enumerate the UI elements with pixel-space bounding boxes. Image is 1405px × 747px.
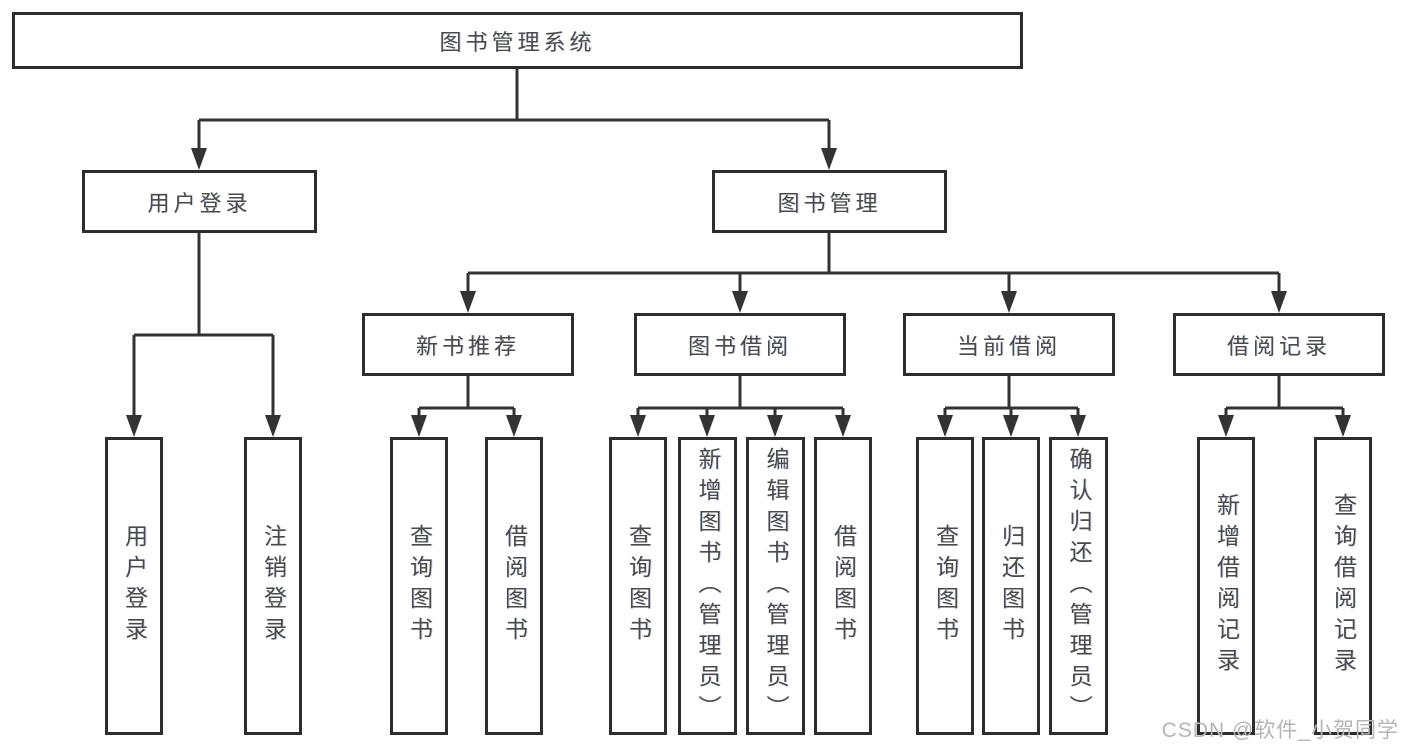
leaf-borrow-books-recommendation: 借阅图书 xyxy=(485,437,543,735)
node-borrowing-records: 借阅记录 xyxy=(1173,313,1385,376)
leaf-query-books-recommendation: 查询图书 xyxy=(390,437,448,735)
leaf-add-books-admin: 新增图书（管理员） xyxy=(678,437,737,735)
node-label: 查询图书 xyxy=(406,524,433,648)
node-label: 查询图书 xyxy=(625,524,652,648)
node-new-book-recommendation: 新书推荐 xyxy=(362,313,574,376)
leaf-logout: 注销登录 xyxy=(244,437,302,735)
node-label: 用户登录 xyxy=(121,524,148,648)
node-label: 编辑图书（管理员） xyxy=(763,446,789,726)
node-label: 查询图书 xyxy=(932,524,959,648)
node-label: 新增图书（管理员） xyxy=(695,446,721,726)
node-label: 新增借阅记录 xyxy=(1213,493,1240,679)
node-label: 确认归还（管理员） xyxy=(1066,446,1092,726)
node-label: 查询借阅记录 xyxy=(1330,493,1357,679)
leaf-edit-books-admin: 编辑图书（管理员） xyxy=(746,437,805,735)
node-label: 图书借阅 xyxy=(687,333,792,359)
node-label: 归还图书 xyxy=(998,524,1025,648)
node-current-borrowing: 当前借阅 xyxy=(903,313,1115,376)
node-book-borrowing: 图书借阅 xyxy=(634,313,846,376)
node-label: 图书管理 xyxy=(777,190,882,216)
leaf-user-login: 用户登录 xyxy=(105,437,163,735)
leaf-confirm-return-admin: 确认归还（管理员） xyxy=(1049,437,1108,735)
leaf-query-books-current: 查询图书 xyxy=(916,437,974,735)
leaf-borrow-books: 借阅图书 xyxy=(814,437,872,735)
node-book-management: 图书管理 xyxy=(712,170,947,233)
node-label: 借阅记录 xyxy=(1226,333,1331,359)
leaf-query-borrowing-record: 查询借阅记录 xyxy=(1314,437,1372,735)
node-label: 当前借阅 xyxy=(956,333,1061,359)
node-user-login: 用户登录 xyxy=(82,170,317,233)
leaf-return-books: 归还图书 xyxy=(982,437,1040,735)
node-label: 用户登录 xyxy=(147,190,252,216)
watermark: CSDN @软件_小贺同学 xyxy=(1161,719,1399,742)
node-label: 借阅图书 xyxy=(830,524,857,648)
node-label: 新书推荐 xyxy=(415,333,520,359)
node-label: 借阅图书 xyxy=(501,524,528,648)
node-label: 注销登录 xyxy=(260,524,287,648)
leaf-add-borrowing-record: 新增借阅记录 xyxy=(1197,437,1255,735)
node-library-management-system: 图书管理系统 xyxy=(12,12,1023,69)
leaf-query-books-borrowing: 查询图书 xyxy=(609,437,667,735)
node-label: 图书管理系统 xyxy=(439,29,596,55)
